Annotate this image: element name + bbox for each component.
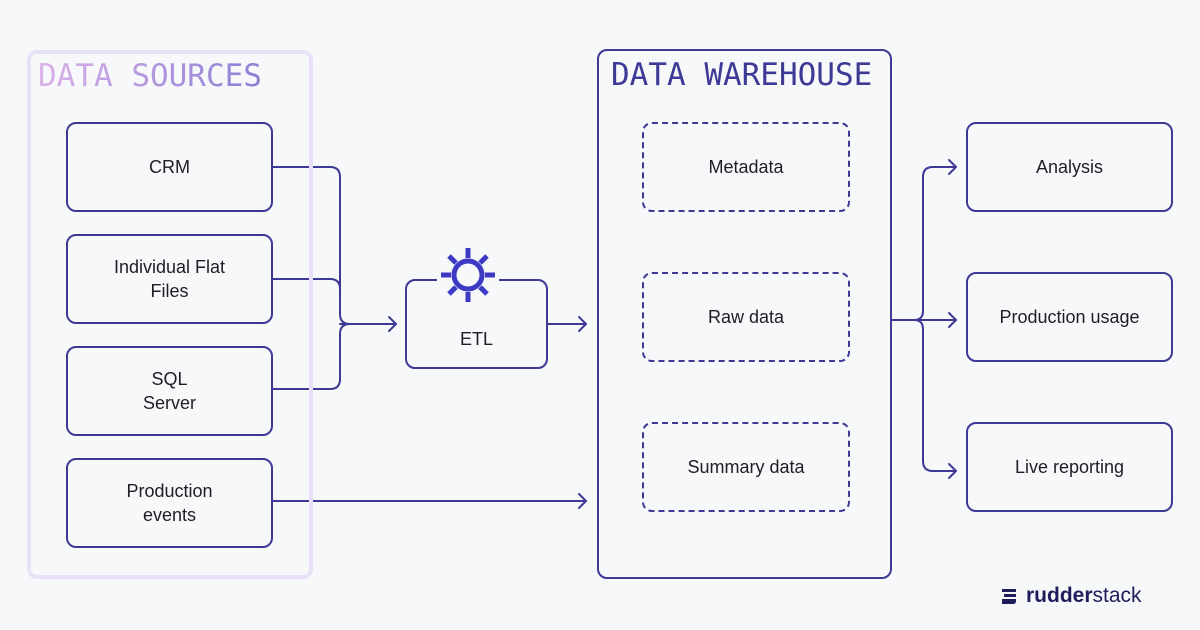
source-sql-server-label: SQL Server bbox=[142, 369, 196, 413]
arrow-head-warehouse bbox=[578, 316, 587, 332]
connector-sql bbox=[272, 323, 351, 390]
source-crm[interactable]: CRM bbox=[66, 122, 273, 212]
warehouse-raw-data[interactable]: Raw data bbox=[642, 272, 850, 362]
source-flat-files-label: Individual Flat Files bbox=[113, 257, 226, 301]
warehouse-metadata[interactable]: Metadata bbox=[642, 122, 850, 212]
output-live-reporting[interactable]: Live reporting bbox=[966, 422, 1173, 512]
source-production-events[interactable]: Production events bbox=[66, 458, 273, 548]
data-sources-frame bbox=[27, 50, 313, 579]
warehouse-metadata-label: Metadata bbox=[708, 156, 784, 177]
output-production-usage-label: Production usage bbox=[999, 307, 1140, 327]
data-warehouse-frame bbox=[597, 49, 892, 579]
connector-analysis bbox=[913, 166, 957, 321]
rudderstack-logo-text: rudderstack bbox=[1026, 584, 1142, 608]
source-production-events-label: Production events bbox=[126, 481, 213, 525]
warehouse-raw-data-label: Raw data bbox=[707, 306, 785, 327]
output-analysis-label: Analysis bbox=[1035, 157, 1104, 177]
output-production-usage[interactable]: Production usage bbox=[966, 272, 1173, 362]
logo-text-bold: rudder bbox=[1026, 584, 1093, 607]
warehouse-summary-data[interactable]: Summary data bbox=[642, 422, 850, 512]
gear-icon bbox=[437, 248, 499, 302]
rudderstack-logo: rudderstack bbox=[1000, 584, 1142, 608]
arrow-head-analysis bbox=[948, 159, 957, 175]
rudderstack-logo-icon bbox=[1002, 589, 1016, 604]
source-crm-label: CRM bbox=[149, 157, 190, 177]
data-warehouse-title: DATA WAREHOUSE bbox=[611, 57, 873, 93]
connector-live-reporting bbox=[913, 319, 957, 472]
warehouse-summary-data-label: Summary data bbox=[687, 456, 805, 477]
arrow-head-events bbox=[578, 493, 587, 509]
arrow-head-etl bbox=[388, 316, 397, 332]
logo-text-light: stack bbox=[1092, 584, 1142, 607]
output-live-reporting-label: Live reporting bbox=[1014, 457, 1125, 477]
source-flat-files[interactable]: Individual Flat Files bbox=[66, 234, 273, 324]
connector-flat-files bbox=[272, 278, 341, 315]
etl-label: ETL bbox=[459, 329, 493, 349]
arrow-head-live-reporting bbox=[948, 463, 957, 479]
source-sql-server[interactable]: SQL Server bbox=[66, 346, 273, 436]
data-sources-title: DATA SOURCES bbox=[38, 58, 262, 94]
output-analysis[interactable]: Analysis bbox=[966, 122, 1173, 212]
connector-crm bbox=[272, 166, 351, 325]
arrow-head-production-usage bbox=[948, 312, 957, 328]
